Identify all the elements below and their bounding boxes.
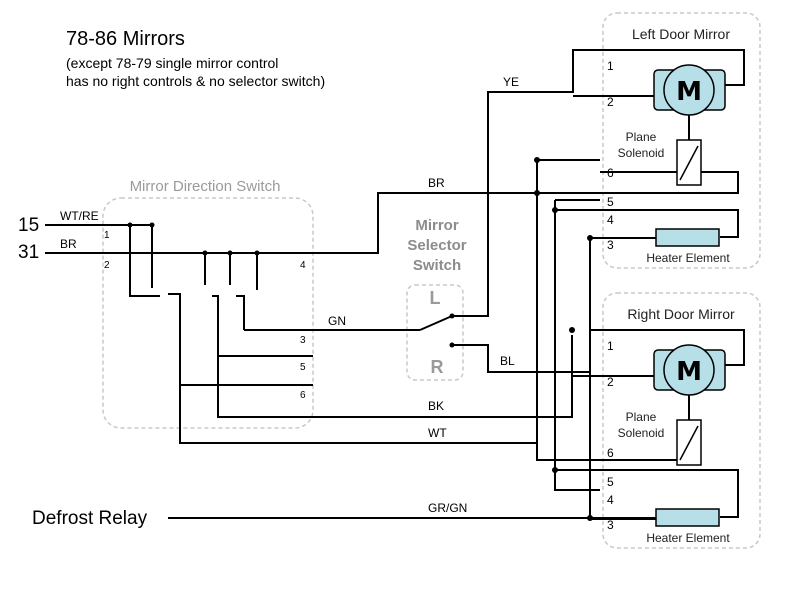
right-solenoid-label1: Plane <box>626 410 657 424</box>
wire-br-top <box>313 171 739 254</box>
diagram-title: 78-86 Mirrors <box>66 28 185 50</box>
wire-label-wtre: WT/RE <box>60 209 99 223</box>
left-mirror-box <box>602 12 761 269</box>
right-pin-4: 4 <box>607 493 614 507</box>
left-mirror-title: Left Door Mirror <box>632 26 730 42</box>
wire-label-ye: YE <box>503 75 519 89</box>
wire-label-wt: WT <box>428 426 447 440</box>
right-wire-solenoid <box>536 443 677 461</box>
diagram-subtitle-line1: (except 78-79 single mirror control <box>66 55 278 71</box>
selector-left-label: L <box>430 288 441 308</box>
left-wire-4 <box>555 209 739 238</box>
wire-bk <box>217 335 573 418</box>
left-pin-3: 3 <box>607 238 614 252</box>
right-wire-5 <box>554 200 600 491</box>
left-pin-4: 4 <box>607 213 614 227</box>
left-solenoid-label1: Plane <box>626 130 657 144</box>
right-pin-5: 5 <box>607 475 614 489</box>
selector-blade <box>419 315 453 331</box>
wire-label-bl: BL <box>500 354 515 368</box>
right-mirror-box <box>602 292 761 549</box>
selector-title-line3: Switch <box>413 257 461 274</box>
direction-switch-title: Mirror Direction Switch <box>130 178 281 195</box>
dir-pin-2: 2 <box>104 260 110 271</box>
right-pin-3: 3 <box>607 518 614 532</box>
right-mirror-title: Right Door Mirror <box>627 306 735 322</box>
switch-lever-3 <box>236 295 245 330</box>
junction-dots <box>534 157 593 521</box>
left-solenoid-label2: Solenoid <box>618 146 665 160</box>
left-motor-label: M <box>676 77 702 107</box>
wire-label-gn: GN <box>328 314 346 328</box>
left-heater-element <box>655 228 720 247</box>
right-motor-label: M <box>676 357 702 387</box>
right-heater-element <box>655 508 720 527</box>
dir-pin-4: 4 <box>300 260 306 271</box>
wire-label-br-top: BR <box>428 176 445 190</box>
right-motor: M <box>653 344 726 396</box>
wire-label-bk: BK <box>428 399 444 413</box>
right-wire-3 <box>589 238 656 520</box>
right-solenoid <box>676 419 702 466</box>
right-wire-4 <box>555 469 739 518</box>
switch-lever-2 <box>212 295 219 356</box>
wire-label-grgn: GR/GN <box>428 501 467 515</box>
right-solenoid-label2: Solenoid <box>618 426 665 440</box>
selector-title-line2: Selector <box>407 237 466 254</box>
left-pin-2: 2 <box>607 95 614 109</box>
right-pin-1: 1 <box>607 339 614 353</box>
right-pin-6: 6 <box>607 446 614 460</box>
dir-pin-3: 3 <box>300 335 306 346</box>
switch-bus-15-a <box>129 225 160 297</box>
wire-label-br-input: BR <box>60 237 77 251</box>
left-pin-5: 5 <box>607 195 614 209</box>
dir-pin-5: 5 <box>300 362 306 373</box>
defrost-relay-label: Defrost Relay <box>32 508 148 529</box>
switch-contact-dots <box>127 222 260 256</box>
right-heater-label: Heater Element <box>646 531 730 545</box>
diagram-subtitle-line2: has no right controls & no selector swit… <box>66 73 325 89</box>
terminal-31: 31 <box>18 242 39 263</box>
selector-title-line1: Mirror <box>415 217 459 234</box>
left-heater-label: Heater Element <box>646 251 730 265</box>
switch-lever-1 <box>168 293 181 385</box>
right-pin-2: 2 <box>607 375 614 389</box>
left-solenoid <box>676 139 702 186</box>
direction-switch-box <box>102 197 314 429</box>
left-pin-1: 1 <box>607 59 614 73</box>
terminal-15: 15 <box>18 215 39 236</box>
dir-pin-6: 6 <box>300 390 306 401</box>
selector-right-label: R <box>431 357 444 377</box>
dir-pin-1: 1 <box>104 230 110 241</box>
left-motor: M <box>653 64 726 116</box>
wire-ye <box>452 49 745 317</box>
selector-switch-box <box>406 284 464 381</box>
